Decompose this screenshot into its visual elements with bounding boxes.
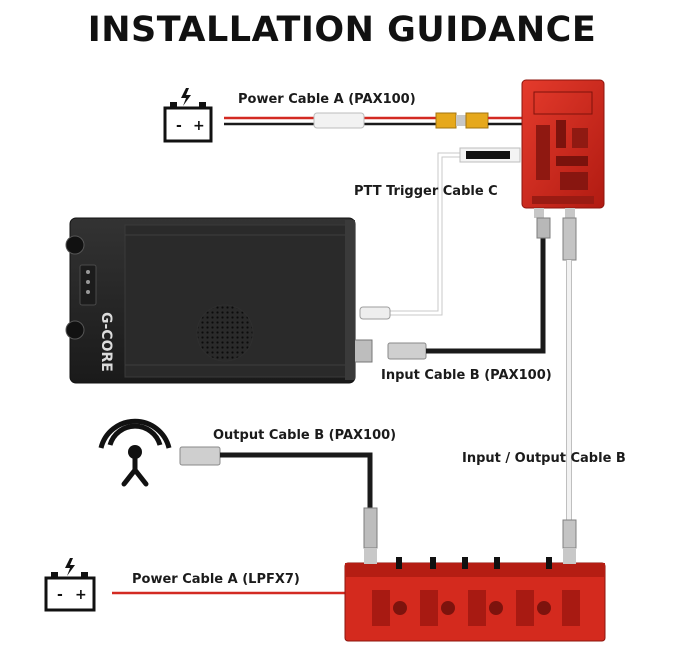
input-cable-label: Input Cable B (PAX100) [381,368,552,383]
power-cable-pax100 [224,112,522,129]
page-title: INSTALLATION GUIDANCE [87,10,597,50]
output-cable-label: Output Cable B (PAX100) [213,428,397,443]
antenna-icon [98,418,172,487]
input-output-cable-label: Input / Output Cable B [462,451,626,466]
output-cable-pax100 [179,446,378,549]
ptt-trigger-cable [359,147,521,320]
battery-minus-symbol: - [57,587,63,603]
battery-plus-symbol: + [193,118,205,134]
amplifier-unit [521,79,605,218]
battery-icon: - + [163,88,213,143]
ptt-trigger-cable-label: PTT Trigger Cable C [354,184,498,199]
power-cable-lpfx7-label: Power Cable A (LPFX7) [132,572,300,587]
radio-brand-label: G-CORE [98,312,114,372]
lightning-icon [65,558,75,576]
input-output-cable [562,217,577,549]
input-cable-pax100 [387,217,551,360]
battery-icon: - + [44,558,96,612]
lightning-icon [181,88,191,106]
battery-minus-symbol: - [176,118,182,134]
radio-unit: G-CORE [65,217,373,384]
lpfx7-filter-board [344,548,606,642]
power-cable-pax100-label: Power Cable A (PAX100) [238,92,416,107]
battery-plus-symbol: + [75,587,87,603]
